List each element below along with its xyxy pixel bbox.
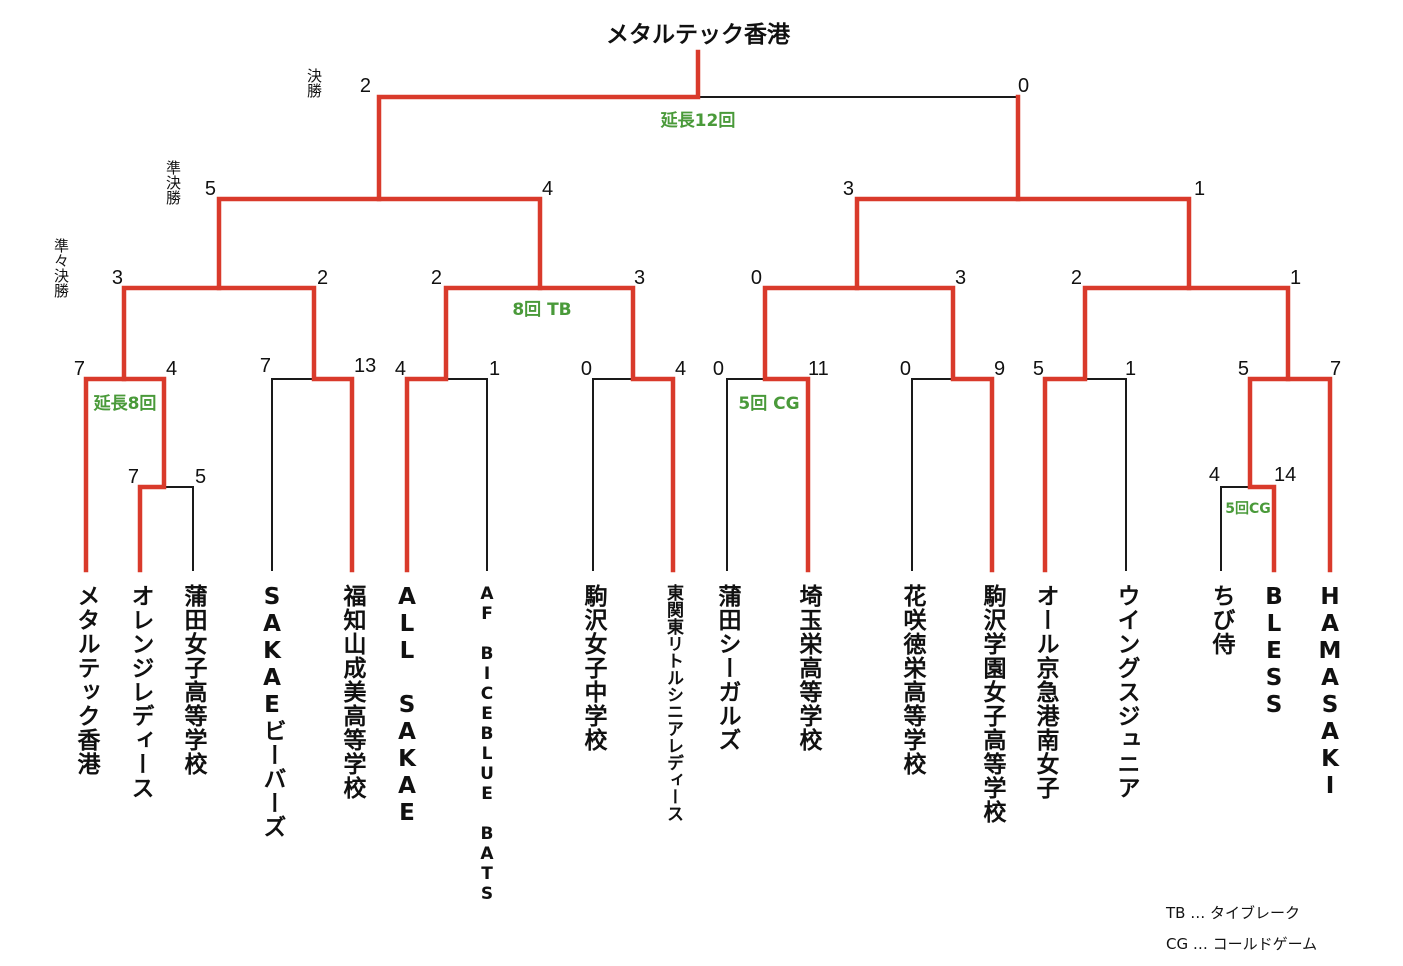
team-name: ちび侍 <box>1208 584 1234 656</box>
legend-cg: CG … コールドゲーム <box>1166 935 1318 953</box>
score-final-left: 2 <box>360 75 371 97</box>
score-qf3-right: 3 <box>955 267 966 289</box>
team-name: 東関東リトルシニアレディース <box>663 584 683 822</box>
score-final-right: 0 <box>1018 75 1029 97</box>
round-label-final: 決勝 <box>305 68 323 98</box>
winner-path-champion <box>83 49 701 573</box>
score-qf3-left: 0 <box>751 267 762 289</box>
team-name: 埼玉栄高等学校 <box>795 584 821 752</box>
score-qf4-right: 1 <box>1290 267 1301 289</box>
team-name: オール京急港南女子 <box>1032 584 1058 800</box>
team-name: メタルテック香港 <box>73 584 99 776</box>
score-r2-6-left: 0 <box>900 358 911 380</box>
score-sf1-left: 5 <box>205 178 216 200</box>
score-sf1-right: 4 <box>542 178 553 200</box>
score-qf2-left: 2 <box>431 267 442 289</box>
score-r2-1-left: 7 <box>74 358 85 380</box>
team-name: 福知山成美高等学校 <box>339 584 365 800</box>
score-r2-7-left: 5 <box>1033 358 1044 380</box>
team-name: 蒲田シーガルズ <box>714 584 740 752</box>
team-name: HAMASAKI <box>1317 584 1343 800</box>
note-r2-1: 延長8回 <box>93 393 157 414</box>
team-name: SAKAEビーバーズ <box>259 584 285 839</box>
score-qf4-left: 2 <box>1071 267 1082 289</box>
winner-lines <box>83 49 1333 573</box>
score-r2-5-left: 0 <box>713 358 724 380</box>
score-r2-4-right: 4 <box>675 358 686 380</box>
score-r1b-left: 4 <box>1209 464 1220 486</box>
score-r2-8-right: 7 <box>1330 358 1341 380</box>
score-sf2-right: 1 <box>1194 178 1205 200</box>
team-name: オレンジレディース <box>127 584 153 800</box>
score-r2-4-left: 0 <box>581 358 592 380</box>
note-qf2: 8回 TB <box>512 300 571 320</box>
team-name: ALL SAKAE <box>394 584 420 827</box>
note-r1b: 5回CG <box>1225 501 1271 517</box>
team-name: BLESS <box>1261 584 1287 719</box>
bracket-lines <box>85 96 1331 571</box>
note-r2-5: 5回 CG <box>738 394 799 414</box>
team-name: AF BICEBLUE BATS <box>477 584 497 904</box>
team-name: ウイングスジュニア <box>1113 584 1139 800</box>
score-r2-1-right: 4 <box>166 358 177 380</box>
score-r2-8-left: 5 <box>1238 358 1249 380</box>
team-name: 花咲徳栄高等学校 <box>899 584 925 776</box>
round-label-quarterfinal: 準々決勝 <box>52 238 70 298</box>
score-qf1-left: 3 <box>112 267 123 289</box>
team-name: 駒沢女子中学校 <box>580 584 606 752</box>
score-r2-5-right: 11 <box>808 358 829 380</box>
team-name: 駒沢学園女子高等学校 <box>979 584 1005 824</box>
score-r2-3-left: 4 <box>395 358 406 380</box>
score-r2-2-left: 7 <box>260 355 271 377</box>
team-name: 蒲田女子高等学校 <box>180 584 206 776</box>
round-label-semifinal: 準決勝 <box>164 160 182 205</box>
legend-tb: TB … タイブレーク <box>1166 904 1300 922</box>
score-qf1-right: 2 <box>317 267 328 289</box>
score-r2-7-right: 1 <box>1125 358 1136 380</box>
score-r1b-right: 14 <box>1274 464 1296 486</box>
score-sf2-left: 3 <box>843 178 854 200</box>
score-r1a-right: 5 <box>195 466 206 488</box>
score-r2-3-right: 1 <box>489 358 500 380</box>
score-r2-6-right: 9 <box>994 358 1005 380</box>
score-r1a-left: 7 <box>128 466 139 488</box>
score-qf2-right: 3 <box>634 267 645 289</box>
note-final: 延長12回 <box>660 110 736 131</box>
score-r2-2-right: 13 <box>354 355 376 377</box>
champion-title: メタルテック香港 <box>606 22 791 48</box>
